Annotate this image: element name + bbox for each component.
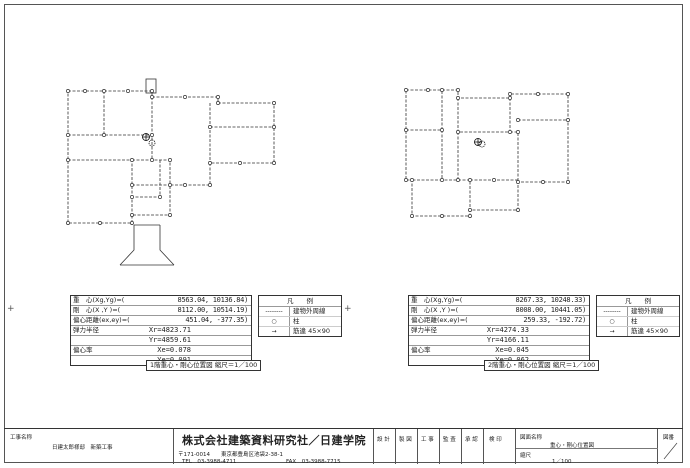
xr-label: Xr= [486,326,500,334]
legend-item: →筋違 45×90 [597,327,679,336]
xr-label: Xr= [148,326,162,334]
plan-1-caption: 1階重心・剛心位置図 縮尺＝1／100 [146,360,262,371]
legend-item: ○柱 [259,317,341,327]
yr-value: 4859.61 [161,336,191,344]
scale-label: 縮尺 [520,453,532,459]
approval-cell-approval: 承 認 [462,429,484,464]
xe-label: Xe= [495,346,508,354]
legend-2: 凡 例 --------建物外周線 ○柱 →筋違 45×90 [596,295,680,337]
title-block: 工事名称 日建太郎様邸 新築工事 株式会社建築資料研究社／日建学院 〒171-0… [4,428,683,465]
drawing-number-cell: 図番 [658,429,683,464]
elastic-radius-label: 弾力半径 [73,326,99,334]
center-of-rigidity-label: 剛 心(X ,Y )=( [411,306,459,314]
legend-title: 凡 例 [597,296,679,307]
project-cell: 工事名称 日建太郎様邸 新築工事 [4,429,174,464]
floor-plan-1 [60,75,290,270]
yr-value: 4166.11 [499,336,529,344]
legend-item: --------建物外周線 [597,307,679,317]
center-of-rigidity-value: 8008.00, 10441.05) [515,306,587,314]
stiffness-table-1: 重 心(Xg,Yg)=( 8563.04, 10136.84) 剛 心(X ,Y … [70,295,252,366]
center-of-gravity-value: 8267.33, 10248.33) [515,296,587,304]
company-name: 株式会社建築資料研究社／日建学院 [182,434,366,447]
center-of-gravity-value: 8563.04, 10136.84) [177,296,249,304]
center-of-gravity-label: 重 心(Xg,Yg)=( [411,296,463,304]
company-tel: TEL 03-3988-4711 [182,459,237,465]
drawing-name-label: 図面名称 [520,435,543,441]
xe-value: 0.078 [169,346,191,354]
legend-1: 凡 例 --------建物外周線 ○柱 →筋違 45×90 [258,295,342,337]
approval-cell-seal: 検 印 [484,429,516,464]
xr-value: 4274.33 [499,326,529,334]
plan-2-caption: 2階重心・剛心位置図 縮尺＝1／100 [484,360,600,371]
legend-title: 凡 例 [259,296,341,307]
approval-cell-inspection: 監 査 [440,429,462,464]
drawing-sheet [4,4,683,463]
yr-label: Yr= [148,336,162,344]
eccentricity-ratio-label: 偏心率 [411,346,431,354]
drawing-name-cell: 図面名称 重心・剛心位置図 縮尺 1／100 [516,429,658,465]
center-of-rigidity-value: 8112.00, 10514.19) [177,306,249,314]
legend-item: →筋違 45×90 [259,327,341,336]
elastic-radius-label: 弾力半径 [411,326,437,334]
scale-value: 1／100 [552,459,572,465]
xr-value: 4823.71 [161,326,191,334]
project-label: 工事名称 [10,435,33,441]
approval-cell-construction: 工 事 [418,429,440,464]
approval-cell-design: 設 計 [374,429,396,464]
eccentric-distance-value: 259.33, -192.72) [523,316,586,324]
registration-mark-center: + [344,304,352,314]
legend-item: --------建物外周線 [259,307,341,317]
registration-mark-left: + [7,304,15,314]
legend-item: ○柱 [597,317,679,327]
company-cell: 株式会社建築資料研究社／日建学院 〒171-0014 東京都豊島区池袋2-38-… [174,429,374,465]
floor-plan-2 [398,80,583,225]
project-name: 日建太郎様邸 新築工事 [52,445,113,451]
center-of-rigidity-label: 剛 心(X ,Y )=( [73,306,121,314]
floor-plan-2-drawing [404,88,570,218]
yr-label: Yr= [486,336,500,344]
stiffness-table-2: 重 心(Xg,Yg)=( 8267.33, 10248.33) 剛 心(X ,Y … [408,295,590,366]
xe-label: Xe= [157,346,170,354]
eccentric-distance-value: 451.04, -377.35) [185,316,248,324]
eccentric-distance-label: 偏心距離(ex,ey)=( [73,316,130,324]
approval-cell-drafting: 製 図 [396,429,418,464]
floor-plan-1-drawing [66,78,276,266]
drawing-number-slash [663,442,678,460]
eccentricity-ratio-label: 偏心率 [73,346,93,354]
company-address: 〒171-0014 東京都豊島区池袋2-38-1 [178,452,283,458]
center-of-gravity-label: 重 心(Xg,Yg)=( [73,296,125,304]
drawing-number-label: 図番 [663,435,675,441]
eccentric-distance-label: 偏心距離(ex,ey)=( [411,316,468,324]
company-fax: FAX 03-3988-7715 [286,459,341,465]
drawing-name: 重心・剛心位置図 [550,443,595,449]
xe-value: 0.045 [507,346,529,354]
